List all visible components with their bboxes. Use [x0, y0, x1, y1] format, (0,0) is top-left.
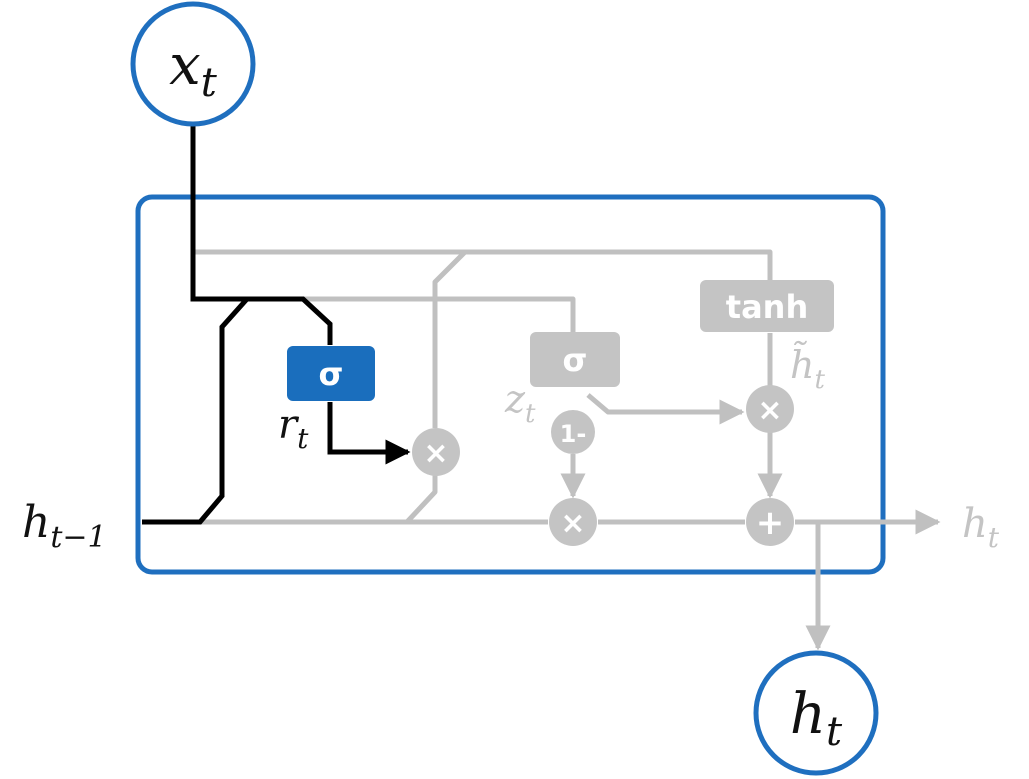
- input-line: [190, 124, 333, 345]
- label-h-tilde: h̃t: [790, 342, 825, 395]
- reset-branch-down: [405, 474, 438, 524]
- update-gate-label: σ: [563, 341, 588, 379]
- add-op: +: [746, 498, 794, 546]
- reset-branch-up: [432, 250, 467, 428]
- candidate-gate: tanh: [700, 280, 834, 332]
- one-minus-op: 1-: [551, 410, 595, 454]
- label-r: rt: [278, 402, 309, 455]
- inactive-connections: [193, 249, 941, 651]
- reset-multiply-op: ×: [412, 428, 460, 476]
- output-node-sub: t: [826, 709, 843, 755]
- label-z: zt: [504, 377, 536, 429]
- multiply-icon: ×: [757, 393, 782, 428]
- plus-icon: +: [756, 503, 785, 543]
- candidate-gate-label: tanh: [726, 288, 808, 326]
- z-to-candidate-mult: [586, 393, 745, 425]
- candidate-multiply-op: ×: [746, 385, 794, 433]
- output-node: ht: [753, 650, 879, 776]
- input-node-sub: t: [201, 60, 218, 106]
- output-node-base: h: [790, 682, 826, 747]
- multiply-icon: ×: [423, 436, 448, 471]
- reset-path: [142, 124, 411, 525]
- update-gate: σ: [530, 332, 620, 387]
- keep-multiply-op: ×: [549, 498, 597, 546]
- reset-gate-label: σ: [319, 355, 344, 393]
- label-h-prev: ht−1: [22, 497, 107, 555]
- multiply-icon: ×: [560, 506, 585, 541]
- svg-text:ht: ht: [790, 682, 843, 755]
- cell-boundary: [135, 194, 886, 575]
- svg-text:xt: xt: [169, 33, 218, 106]
- reset-gate: σ: [287, 346, 375, 401]
- input-node: xt: [130, 1, 256, 127]
- bus-to-update-gate: [303, 296, 576, 332]
- bus-to-tanh: [193, 249, 773, 280]
- label-h-out: ht: [962, 501, 1000, 554]
- reset-to-mult: [327, 402, 411, 465]
- hprev-to-bus: [142, 296, 303, 525]
- one-minus-label: 1-: [560, 420, 587, 448]
- input-node-base: x: [169, 33, 201, 98]
